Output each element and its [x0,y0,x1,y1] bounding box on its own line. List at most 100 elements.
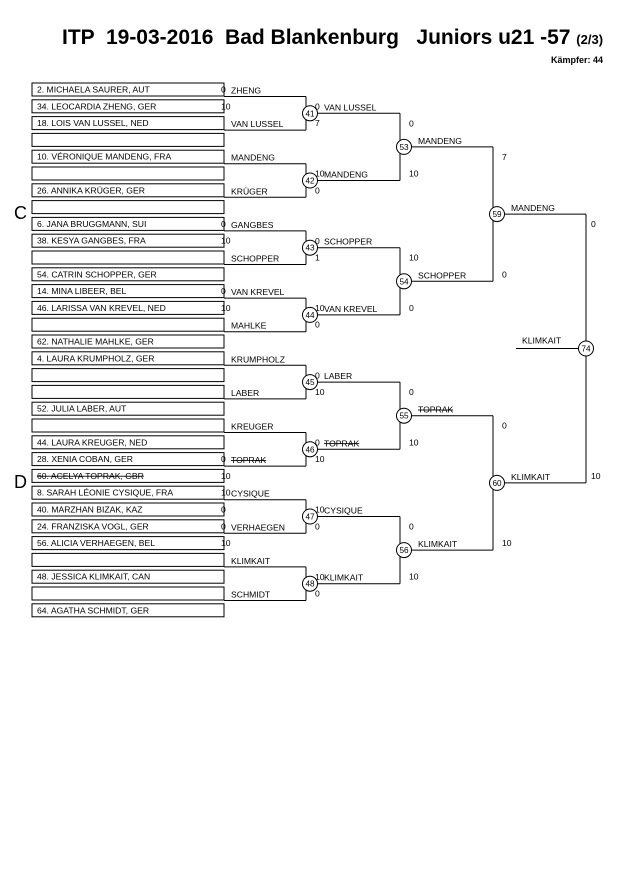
round2-bottom-score: 10 [315,454,325,464]
round1-name: SCHMIDT [231,590,271,600]
round4-winner: KLIMKAIT [511,472,551,482]
round2-winner: TOPRAK [324,438,359,448]
round3-top-score: 0 [409,118,414,128]
entry-box [31,317,225,332]
round2-match-circle [302,508,318,525]
entry-name: 38. KESYA GANGBES, FRA [37,236,146,246]
round2-bottom-score: 7 [315,118,320,128]
round3-winner: SCHOPPER [418,270,466,280]
entry-name: 64. AGATHA SCHMIDT, GER [37,605,149,615]
round2-match-circle-number: 46 [305,445,315,454]
round2-match-circle-number: 43 [305,244,315,253]
round2-match-circle-number: 42 [305,177,315,186]
entry-box [31,99,225,114]
entry-box [31,502,225,517]
round3-bottom-score: 10 [409,437,419,447]
round4-winner: MANDENG [511,203,555,213]
entry-box [31,267,225,282]
round3-match-circle-number: 55 [399,412,409,421]
entry-box [31,485,225,500]
entry-name: 52. JULIA LABER, AUT [37,404,127,414]
round2-winner: LABER [324,371,352,381]
round3-match-circle [396,138,412,155]
round1-name: MANDENG [231,153,275,163]
entry-box [31,300,225,315]
entry-score: 0 [221,85,226,95]
entry-name: 18. LOIS VAN LUSSEL, NED [37,118,149,128]
entry-box [31,552,225,567]
round4-top-score: 0 [502,421,507,431]
round4-bottom-score: 0 [502,269,507,279]
entry-score: 0 [221,454,226,464]
entry-name: 54. CATRIN SCHOPPER, GER [37,269,157,279]
round2-match-circle [302,575,318,592]
round2-match-circle-number: 47 [305,513,315,522]
entry-name: 26. ANNIKA KRÜGER, GER [37,185,145,195]
entry-box [31,250,225,265]
round4-match-circle-number: 60 [492,479,502,488]
round1-name: KRUMPHOLZ [231,354,285,364]
entry-name: 34. LEOCARDIA ZHENG, GER [37,101,156,111]
entry-score: 10 [221,236,231,246]
round1-name: MAHLKE [231,321,267,331]
round2-winner: CYSIQUE [324,506,363,516]
round3-winner: TOPRAK [418,405,453,415]
round2-bottom-score: 1 [315,253,320,263]
round2-winner: VAN LUSSEL [324,102,377,112]
round1-name: VAN KREVEL [231,287,285,297]
entry-score: 10 [221,303,231,313]
entry-box [31,216,225,231]
entry-score: 0 [221,286,226,296]
entry-score: 0 [221,505,226,515]
round4-match-circle-number: 59 [492,210,502,219]
final-winner: KLIMKAIT [522,336,562,346]
entry-score: 10 [221,538,231,548]
round3-winner: KLIMKAIT [418,539,458,549]
entry-name: 6. JANA BRUGGMANN, SUI [37,219,146,229]
round3-match-circle-number: 54 [399,277,409,286]
entry-box [31,586,225,601]
round1-name: ZHENG [231,86,261,96]
entry-box [31,435,225,450]
round3-bottom-score: 10 [409,572,419,582]
round2-match-circle [302,239,318,256]
round1-name: KLIMKAIT [231,556,271,566]
round2-top-score: 0 [315,438,320,448]
entry-name: 60. ACELYA TOPRAK, GBR [37,471,144,481]
entry-box [31,116,225,131]
entry-score: 10 [221,101,231,111]
round1-name: GANGBES [231,220,274,230]
round2-top-score: 0 [315,370,320,380]
round2-match-circle [302,172,318,189]
round2-match-circle [302,441,318,458]
entry-name: 40. MARZHAN BIZAK, KAZ [37,505,143,515]
round1-name: KRÜGER [231,186,268,196]
round3-bottom-score: 10 [409,169,419,179]
round3-match-circle-number: 53 [399,143,409,152]
round3-match-circle [396,273,412,290]
entry-box [31,284,225,299]
entry-box [31,183,225,198]
entry-box [31,384,225,399]
round2-winner: SCHOPPER [324,237,372,247]
entry-box [31,166,225,181]
section-label-d: D [14,472,27,492]
round2-top-score: 0 [315,102,320,112]
round2-top-score: 10 [315,505,325,515]
round2-top-score: 10 [315,169,325,179]
entry-box [31,132,225,147]
round4-bottom-score: 10 [502,538,512,548]
fighter-count: Kämpfer: 44 [550,55,603,65]
round3-top-score: 10 [409,253,419,263]
entry-box [31,536,225,551]
entry-name: 24. FRANZISKA VOGL, GER [37,521,149,531]
round3-match-circle [396,407,412,424]
round2-winner: MANDENG [324,170,368,180]
round1-name: CYSIQUE [231,489,270,499]
entry-name: 48. JESSICA KLIMKAIT, CAN [37,572,150,582]
entry-name: 2. MICHAELA SAURER, AUT [37,85,150,95]
entry-box [31,519,225,534]
title-text: ITP 19-03-2016 Bad Blankenburg Juniors u… [62,26,577,49]
round2-match-circle [302,105,318,122]
round2-top-score: 10 [315,303,325,313]
